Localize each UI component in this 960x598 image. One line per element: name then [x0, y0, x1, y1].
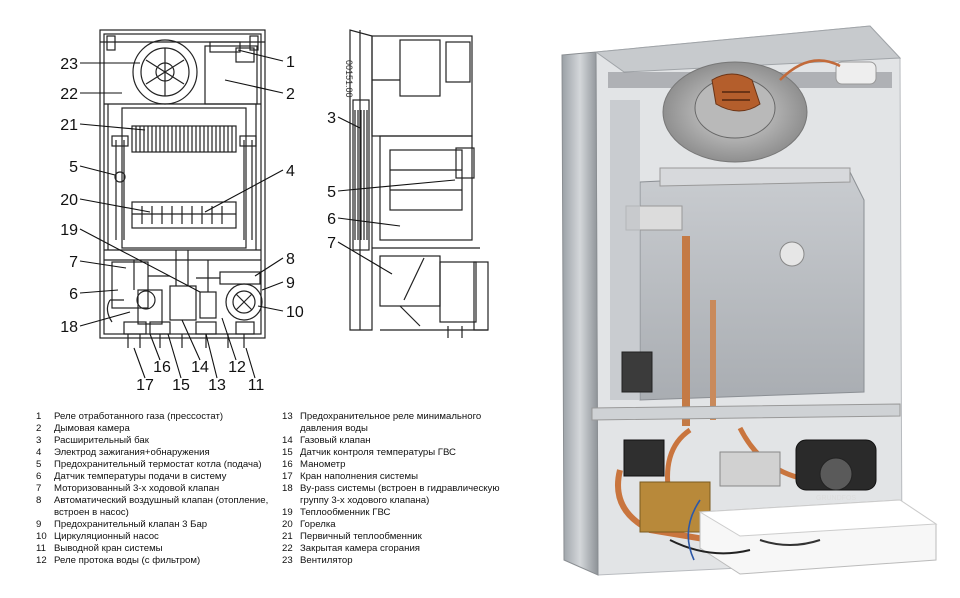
callout-number: 4 — [286, 163, 295, 180]
callout-number: 23 — [60, 56, 78, 73]
callout-number: 18 — [60, 319, 78, 336]
callout-number: 16 — [153, 359, 171, 376]
callout-number: 20 — [60, 192, 78, 209]
callout-number: 14 — [191, 359, 209, 376]
callout-number: 7 — [327, 235, 336, 252]
callout-number: 19 — [60, 222, 78, 239]
callout-number: 13 — [208, 377, 226, 394]
callout-number: 7 — [69, 254, 78, 271]
boiler-photo-icon: GRUNDFOS — [561, 25, 938, 576]
callout-number: 5 — [69, 159, 78, 176]
callout-number: 11 — [248, 377, 265, 394]
side-leader-lines — [337, 116, 456, 275]
callout-number: 2 — [286, 86, 295, 103]
callout-number: 3 — [327, 110, 336, 127]
side-stamp-text: 00151.00 — [344, 60, 354, 98]
side-view-drawing — [349, 29, 489, 338]
callout-number: 17 — [136, 377, 154, 394]
callout-number: 21 — [60, 117, 78, 134]
callout-number: 12 — [228, 359, 246, 376]
callout-number: 6 — [69, 286, 78, 303]
side-callouts: 3 5 6 7 — [327, 110, 336, 252]
callout-number: 5 — [327, 184, 336, 201]
callout-number: 15 — [172, 377, 190, 394]
front-view-drawing — [99, 29, 266, 348]
callout-number: 9 — [286, 275, 295, 292]
front-callouts: 23 22 21 5 20 19 7 6 18 1 2 4 8 9 10 16 … — [60, 54, 304, 394]
callout-number: 10 — [286, 304, 304, 321]
front-leader-lines — [79, 49, 284, 379]
callout-number: 6 — [327, 211, 336, 228]
callout-number: 8 — [286, 251, 295, 268]
callout-number: 22 — [60, 86, 78, 103]
callout-number: 1 — [286, 54, 295, 71]
pump-brand-text: GRUNDFOS — [816, 495, 856, 502]
